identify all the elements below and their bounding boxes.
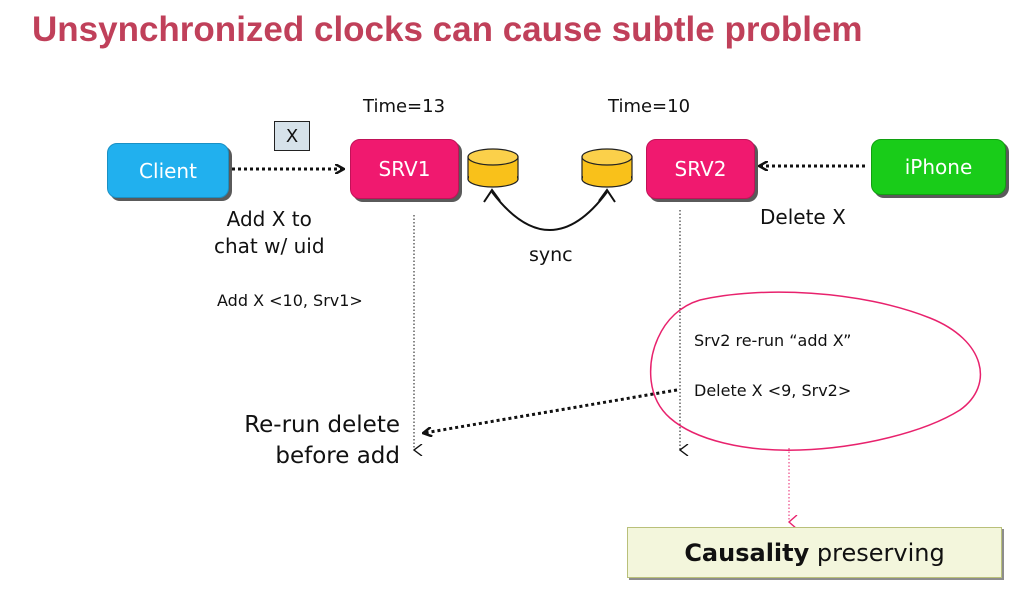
client-node: Client [107,143,229,198]
iphone-node: iPhone [871,139,1006,195]
rerun-line1-prefix: Re-run [244,412,328,438]
causality-bold: Causality [684,538,810,567]
rerun-note: Re-run delete before add [195,410,400,472]
causality-rest: preserving [809,538,945,567]
srv2-node: SRV2 [646,139,755,199]
rerun-note-line1: Re-run delete [195,410,400,441]
sync-label: sync [529,244,573,266]
delete-propagation-arrow [424,388,678,433]
srv2-database-icon [581,148,633,188]
add-timestamp-label: Add X <10, Srv1> [217,291,363,310]
sync-arrowhead-left [483,188,501,203]
add-x-line2: chat w/ uid [214,234,325,258]
rerun-line2-bold: add [356,443,400,469]
rerun-line2-prefix: before [275,443,357,469]
annotation-loop [649,291,982,451]
srv2-time-label: Time=10 [608,96,691,117]
rerun-line1-bold: delete [327,412,400,438]
delete-timestamp-label: Delete X <9, Srv2> [694,381,852,400]
srv2-rerun-label: Srv2 re-run “add X” [694,331,852,350]
srv1-node: SRV1 [350,139,459,199]
srv1-time-label: Time=13 [363,96,446,117]
add-x-label: Add X to chat w/ uid [214,206,325,260]
slide-title: Unsynchronized clocks can cause subtle p… [32,10,863,49]
message-x-box: X [274,121,310,151]
sync-double-arrow [491,191,608,231]
rerun-note-line2: before add [195,441,400,472]
delete-x-label: Delete X [760,205,846,229]
srv1-database-icon [467,148,519,188]
sync-arrowhead-right [598,188,616,203]
add-x-line1: Add X to [226,207,312,231]
causality-box: Causality preserving [627,527,1002,578]
